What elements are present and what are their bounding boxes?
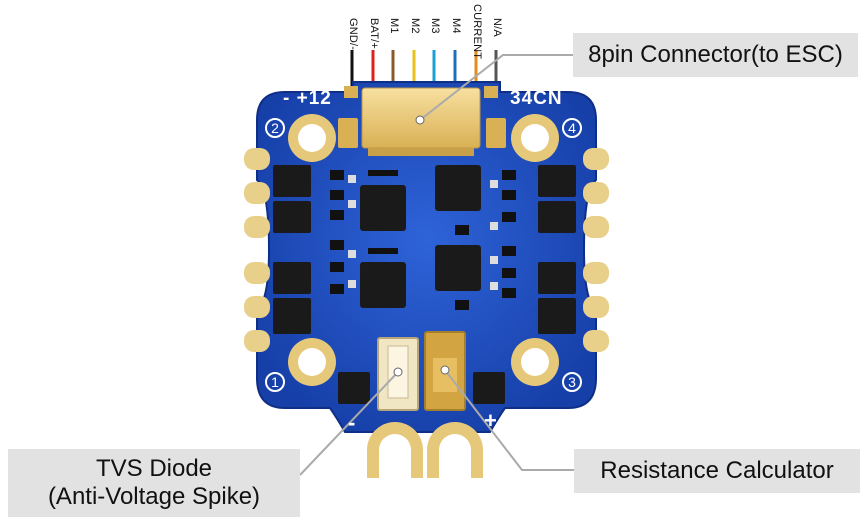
side-pads-left xyxy=(244,148,270,352)
wire-label: M4 xyxy=(450,18,462,34)
silk-minus: - xyxy=(348,410,357,435)
callout-tvs-subtitle: (Anti-Voltage Spike) xyxy=(47,483,261,510)
callout-connector-text: 8pin Connector(to ESC) xyxy=(588,41,843,68)
mosfets-left xyxy=(273,165,311,334)
callout-resistance: Resistance Calculator xyxy=(574,449,860,493)
callout-connector: 8pin Connector(to ESC) xyxy=(573,33,858,77)
wire-label: CURRENT xyxy=(471,4,483,60)
silk-model-label: 34CN xyxy=(510,88,563,109)
leader-dots xyxy=(393,115,450,377)
mounting-holes xyxy=(288,114,559,386)
mosfets-right xyxy=(538,165,576,334)
pad-number-1: 1 xyxy=(265,372,285,392)
silk-plus: + xyxy=(484,408,498,433)
driver-chips xyxy=(360,165,481,308)
wire-label: M2 xyxy=(409,18,421,34)
silk-voltage-label: - +12 xyxy=(283,88,332,109)
small-components xyxy=(330,170,516,404)
callout-tvs-diode: TVS Diode (Anti-Voltage Spike) xyxy=(8,449,300,517)
wire-label: M1 xyxy=(388,18,400,34)
wire-label: N/A xyxy=(491,18,503,37)
callout-resistance-text: Resistance Calculator xyxy=(600,457,834,484)
callout-tvs-title: TVS Diode xyxy=(95,455,213,482)
leader-lines xyxy=(299,54,574,476)
wire-label: M3 xyxy=(429,18,441,34)
wire-label: GND/- xyxy=(347,18,359,51)
pad-number-4: 4 xyxy=(562,118,582,138)
wire-group xyxy=(350,50,498,90)
pad-number-3: 3 xyxy=(562,372,582,392)
side-pads-right xyxy=(583,148,609,352)
wire-label: BAT/+ xyxy=(368,18,380,50)
pad-number-2: 2 xyxy=(265,118,285,138)
battery-pads xyxy=(367,422,483,478)
